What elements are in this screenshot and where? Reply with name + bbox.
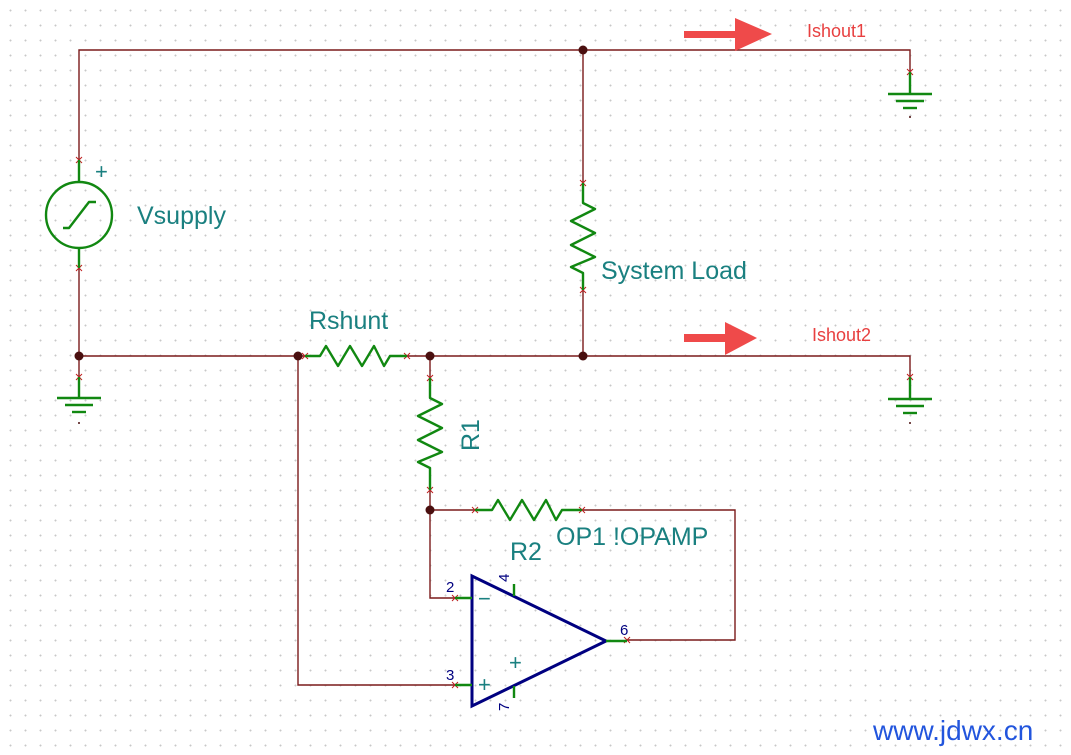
r1-label: R1: [457, 419, 485, 451]
pin-number-vplus: 4: [496, 574, 513, 582]
opamp-plus-sign: +: [478, 672, 491, 697]
r1-bottom-wire: [429, 490, 455, 599]
opamp-triangle: [470, 573, 610, 709]
vsupply-label: Vsupply: [137, 202, 226, 230]
junction-shunt-left: [293, 351, 303, 361]
op1-opamp[interactable]: − + + 2 3 6 4 7 OP1 !OPAMP: [446, 523, 708, 711]
junction-gnd-left: [74, 351, 84, 361]
ground-ishout2: [888, 377, 932, 424]
pin-number-noninv: 3: [446, 667, 454, 684]
junction-top-load: [578, 45, 588, 55]
bottom-rail-wire: [407, 355, 911, 377]
ground-left: [57, 377, 101, 424]
rshunt-resistor[interactable]: Rshunt: [305, 307, 407, 368]
ishout1-annotation: Ishout1: [684, 18, 866, 51]
step-icon: [63, 200, 96, 230]
junction-r1-r2: [425, 505, 435, 515]
wires: [78, 49, 911, 686]
r1-resistor[interactable]: R1: [416, 378, 485, 490]
opamp-supply-plus: +: [509, 650, 522, 675]
r2-resistor[interactable]: R2: [475, 498, 582, 566]
pin-number-out: 6: [620, 622, 628, 639]
system-load-label: System Load: [601, 257, 747, 285]
junction-load-bottom: [578, 351, 588, 361]
op1-label: OP1 !OPAMP: [556, 523, 708, 551]
opamp-minus-sign: −: [478, 586, 491, 611]
junction-shunt-right: [425, 351, 435, 361]
rshunt-label: Rshunt: [309, 307, 388, 335]
junctions: [74, 45, 588, 515]
ishout2-label: Ishout2: [812, 325, 871, 345]
ishout1-label: Ishout1: [807, 21, 866, 41]
system-load-resistor[interactable]: System Load: [569, 183, 747, 290]
arrow-icon: [684, 18, 772, 51]
r2-label: R2: [510, 538, 542, 566]
ground-ishout1: [888, 72, 932, 118]
noninv-feed-wire: [297, 356, 455, 686]
vsupply-source[interactable]: + Vsupply: [44, 159, 226, 268]
pin-number-inv: 2: [446, 579, 454, 596]
ishout2-annotation: Ishout2: [684, 322, 871, 355]
pin-markers: [75, 68, 914, 689]
watermark: www.jdwx.cn: [872, 715, 1033, 746]
top-rail-wire: [78, 49, 911, 160]
feedback-wire: [582, 509, 736, 641]
pin-number-vminus: 7: [496, 703, 513, 711]
vsupply-plus: +: [95, 159, 108, 184]
arrow-icon: [684, 322, 757, 355]
